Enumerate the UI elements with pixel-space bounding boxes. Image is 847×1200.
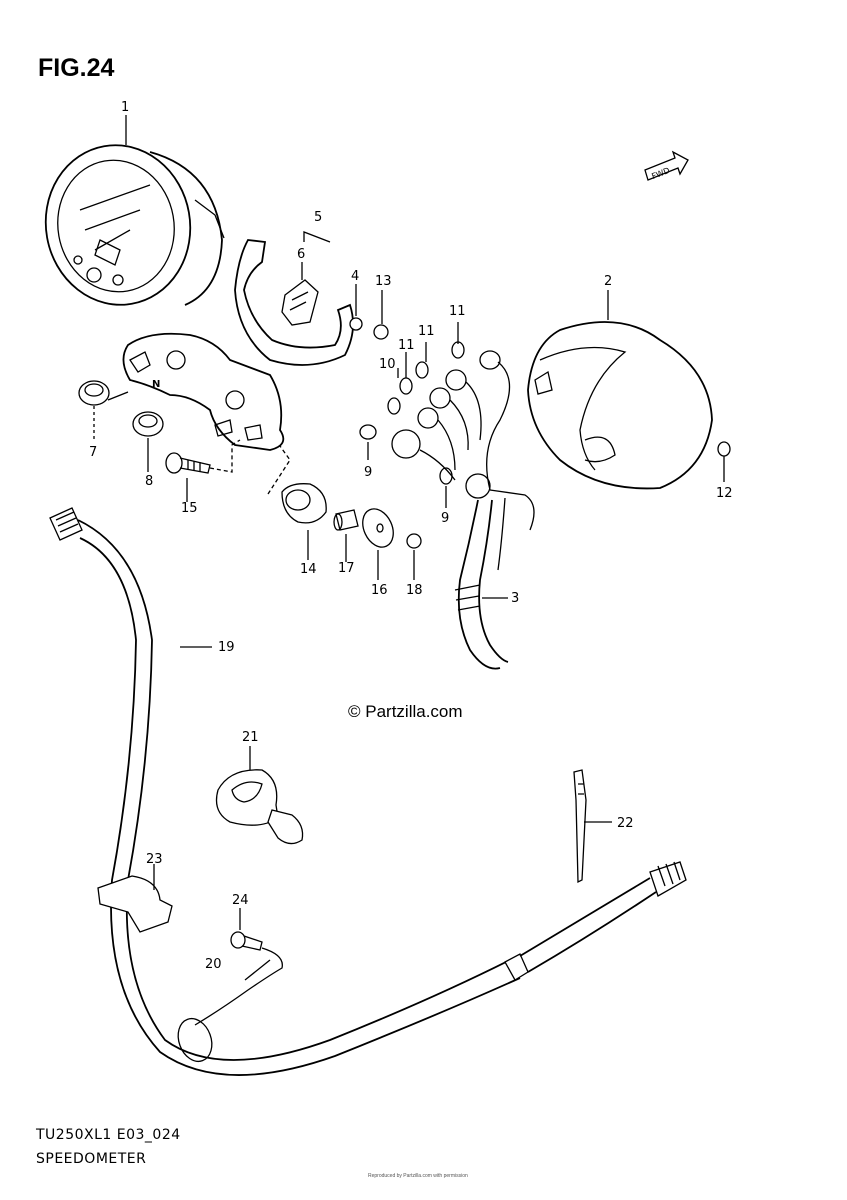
callout-24: 24 [232, 893, 249, 908]
bulb-sockets [359, 322, 535, 531]
meter-bracket: N [122, 332, 285, 451]
fine-print: Reproduced by Partzilla.com with permiss… [368, 1173, 468, 1179]
part-group-name: SPEEDOMETER [36, 1151, 147, 1167]
callout-5: 5 [314, 210, 323, 225]
callout-6: 6 [297, 247, 306, 262]
rubber-mount-14 [267, 445, 327, 560]
cable-tie-22 [573, 769, 612, 884]
callout-14: 14 [300, 562, 317, 577]
wire-harness-3 [454, 497, 509, 670]
callout-10: 10 [379, 357, 396, 372]
model-code: TU250XL1 E03_024 [36, 1127, 181, 1143]
callout-1: 1 [121, 100, 130, 115]
svg-text:N: N [152, 379, 160, 390]
speedometer-body [44, 144, 225, 306]
callout-23: 23 [146, 852, 163, 867]
nut-4 [349, 317, 363, 331]
callout-21: 21 [242, 730, 259, 745]
collar-17 [333, 509, 359, 562]
callout-11: 11 [449, 304, 466, 319]
callout-11: 11 [398, 338, 415, 353]
callout-3: 3 [511, 591, 520, 606]
callout-19: 19 [218, 640, 235, 655]
callout-9: 9 [364, 465, 373, 480]
bolt-24 [230, 908, 263, 951]
clip-20 [177, 947, 283, 1063]
callout-11: 11 [418, 324, 435, 339]
figure-title: FIG.24 [38, 54, 115, 82]
washer-16 [362, 508, 394, 580]
callout-13: 13 [375, 274, 392, 289]
callout-12: 12 [716, 486, 733, 501]
callout-17: 17 [338, 561, 355, 576]
callout-2: 2 [604, 274, 613, 289]
nut-13 [373, 324, 389, 340]
callout-9: 9 [441, 511, 450, 526]
callout-15: 15 [181, 501, 198, 516]
screw-12 [717, 441, 731, 482]
nut-18 [406, 533, 422, 580]
hook-bracket [234, 239, 354, 366]
speedometer-cable-19 [49, 507, 687, 1076]
callout-22: 22 [617, 816, 634, 831]
clamp-23 [97, 864, 173, 933]
callout-16: 16 [371, 583, 388, 598]
callout-8: 8 [145, 474, 154, 489]
screw-15 [165, 439, 241, 502]
callout-4: 4 [351, 269, 360, 284]
callout-18: 18 [406, 583, 423, 598]
callout-7: 7 [89, 445, 98, 460]
stay-21 [215, 746, 304, 845]
fwd-arrow-icon: FWD [644, 150, 689, 181]
meter-case-2 [527, 290, 713, 490]
copyright-text: © Partzilla.com [348, 702, 463, 721]
callout-20: 20 [205, 957, 222, 972]
